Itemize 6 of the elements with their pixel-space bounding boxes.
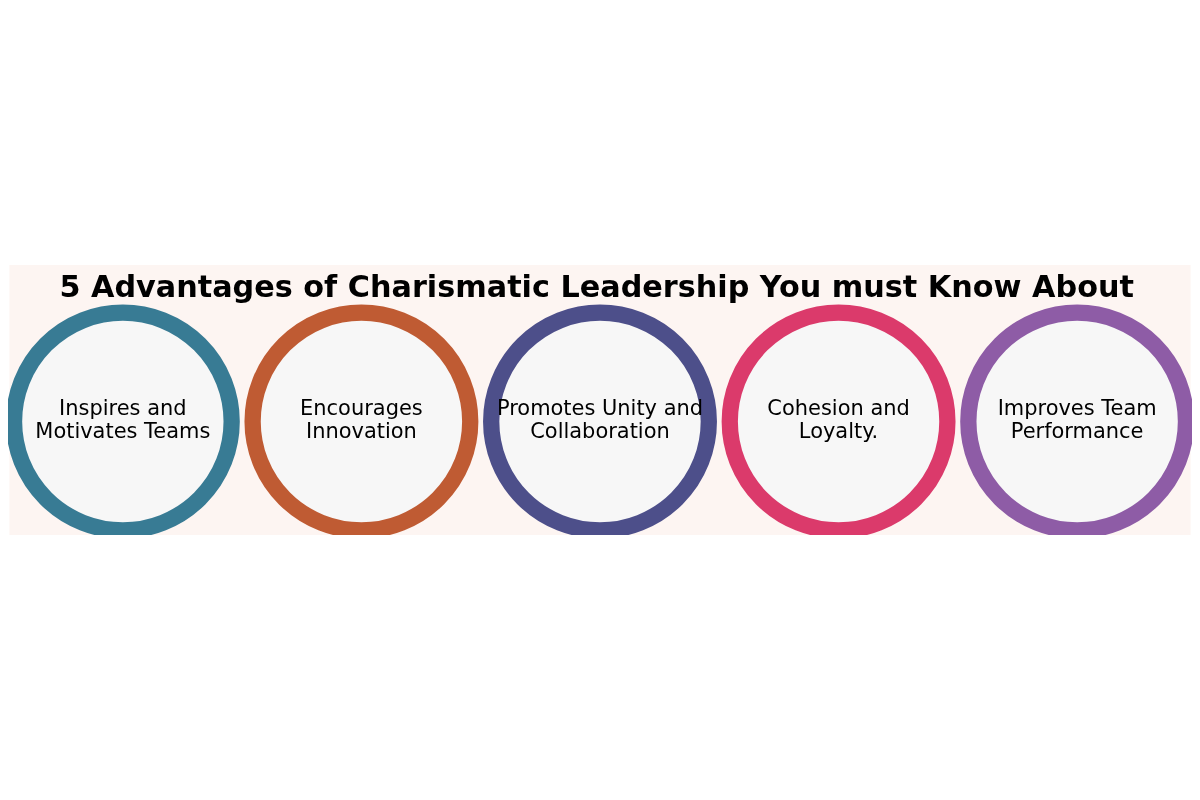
- diagram-title: 5 Advantages of Charismatic Leadership You must Know About: [59, 269, 1134, 305]
- node-circle: Cohesion and Loyalty.: [721, 304, 956, 535]
- node-circle: Promotes Unity and Collaboration: [483, 304, 717, 535]
- node-circle: Encourages Innovation: [244, 304, 479, 535]
- node-circle: Improves Team Performance: [960, 304, 1192, 535]
- node-circle: Inspires and Motivates Teams: [8, 304, 240, 535]
